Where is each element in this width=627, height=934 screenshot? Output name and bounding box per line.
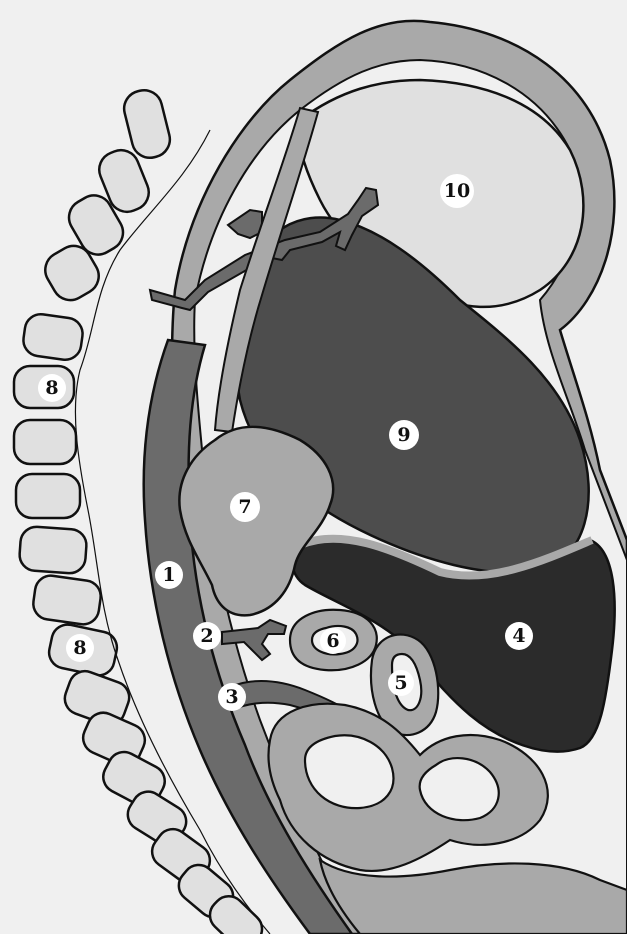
svg-text:3: 3 (225, 686, 238, 708)
label-6: 6 (320, 628, 346, 654)
svg-text:6: 6 (326, 630, 339, 652)
label-1: 1 (155, 561, 183, 589)
label-2: 2 (193, 622, 221, 650)
svg-text:7: 7 (238, 496, 251, 518)
label-8-upper: 8 (38, 374, 66, 402)
svg-text:4: 4 (512, 625, 525, 647)
svg-text:9: 9 (397, 424, 410, 446)
svg-text:2: 2 (200, 625, 213, 647)
label-4: 4 (505, 622, 533, 650)
svg-text:8: 8 (73, 637, 86, 659)
label-3: 3 (218, 683, 246, 711)
label-8-lower: 8 (66, 634, 94, 662)
svg-text:8: 8 (45, 377, 58, 399)
svg-text:5: 5 (394, 672, 407, 694)
label-7: 7 (230, 492, 260, 522)
label-10: 10 (440, 174, 474, 208)
svg-text:10: 10 (444, 180, 470, 202)
svg-text:1: 1 (162, 564, 175, 586)
label-9: 9 (389, 420, 419, 450)
label-5: 5 (388, 670, 414, 696)
